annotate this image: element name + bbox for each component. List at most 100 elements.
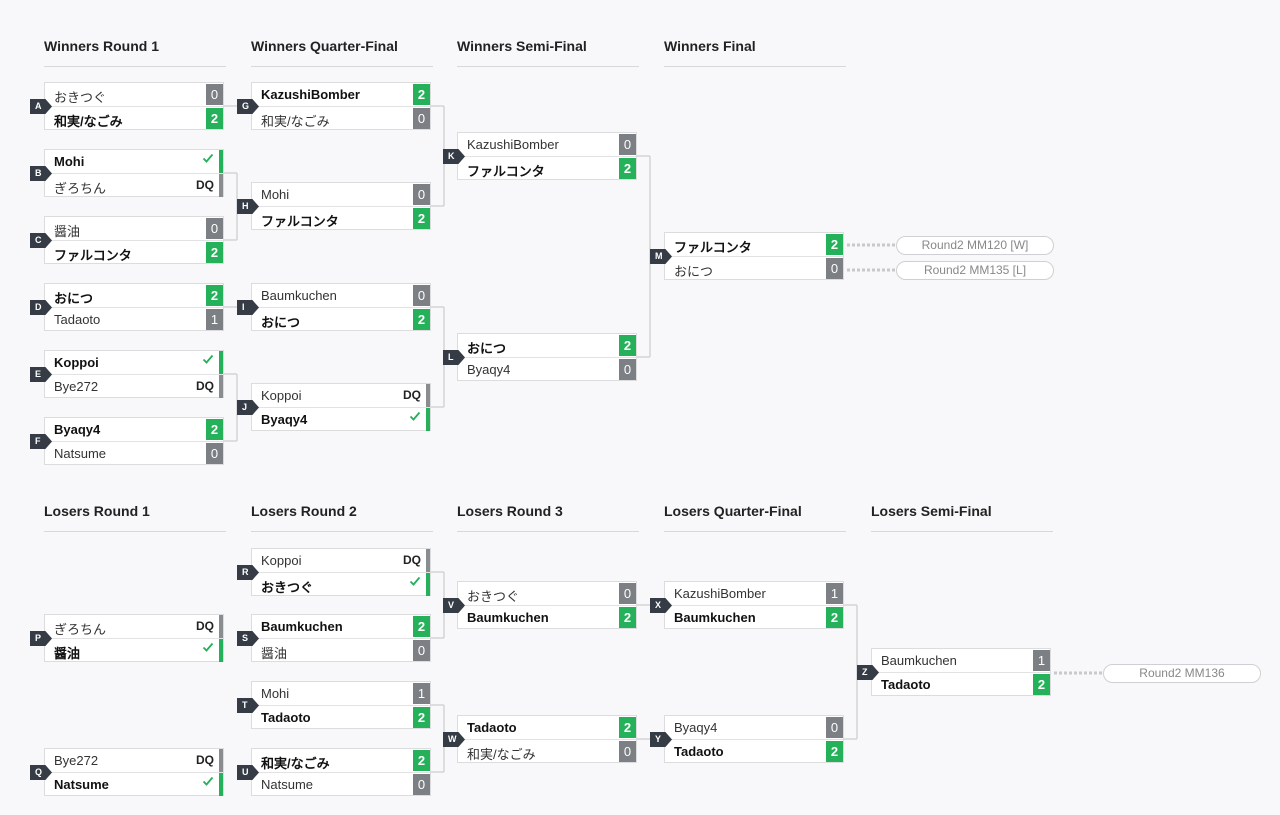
next-match-pill[interactable]: Round2 MM136	[1103, 664, 1261, 683]
match-badge[interactable]: K	[443, 149, 465, 164]
match-badge[interactable]: R	[237, 565, 259, 580]
match-badge[interactable]: U	[237, 765, 259, 780]
match-badge[interactable]: T	[237, 698, 259, 713]
match-badge[interactable]: D	[30, 300, 52, 315]
participant-score: 0	[619, 583, 636, 604]
match-badge[interactable]: B	[30, 166, 52, 181]
match-badge[interactable]: J	[237, 400, 259, 415]
match-badge[interactable]: G	[237, 99, 259, 114]
match-badge[interactable]: E	[30, 367, 52, 382]
match-badge[interactable]: P	[30, 631, 52, 646]
match-badge[interactable]: X	[650, 598, 672, 613]
participant-row[interactable]: Koppoi	[45, 351, 223, 375]
match-badge[interactable]: V	[443, 598, 465, 613]
participant-row[interactable]: Mohi	[45, 150, 223, 174]
match-badge[interactable]: C	[30, 233, 52, 248]
match-badge[interactable]: L	[443, 350, 465, 365]
match-badge[interactable]: Y	[650, 732, 672, 747]
participant-row[interactable]: おきつぐ	[252, 573, 430, 596]
next-match-pill[interactable]: Round2 MM120 [W]	[896, 236, 1054, 255]
participant-row[interactable]: 醤油	[45, 639, 223, 662]
match-badge[interactable]: Z	[857, 665, 879, 680]
match-badge[interactable]: M	[650, 249, 672, 264]
match-badge[interactable]: S	[237, 631, 259, 646]
match-badge[interactable]: A	[30, 99, 52, 114]
match-badge[interactable]: W	[443, 732, 465, 747]
match-badge[interactable]: F	[30, 434, 52, 449]
match-badge[interactable]: I	[237, 300, 259, 315]
participant-row[interactable]: Byaqy4	[252, 408, 430, 431]
match-badge[interactable]: H	[237, 199, 259, 214]
match-badge[interactable]: Q	[30, 765, 52, 780]
next-match-pill[interactable]: Round2 MM135 [L]	[896, 261, 1054, 280]
participant-row[interactable]: Natsume	[45, 773, 223, 796]
